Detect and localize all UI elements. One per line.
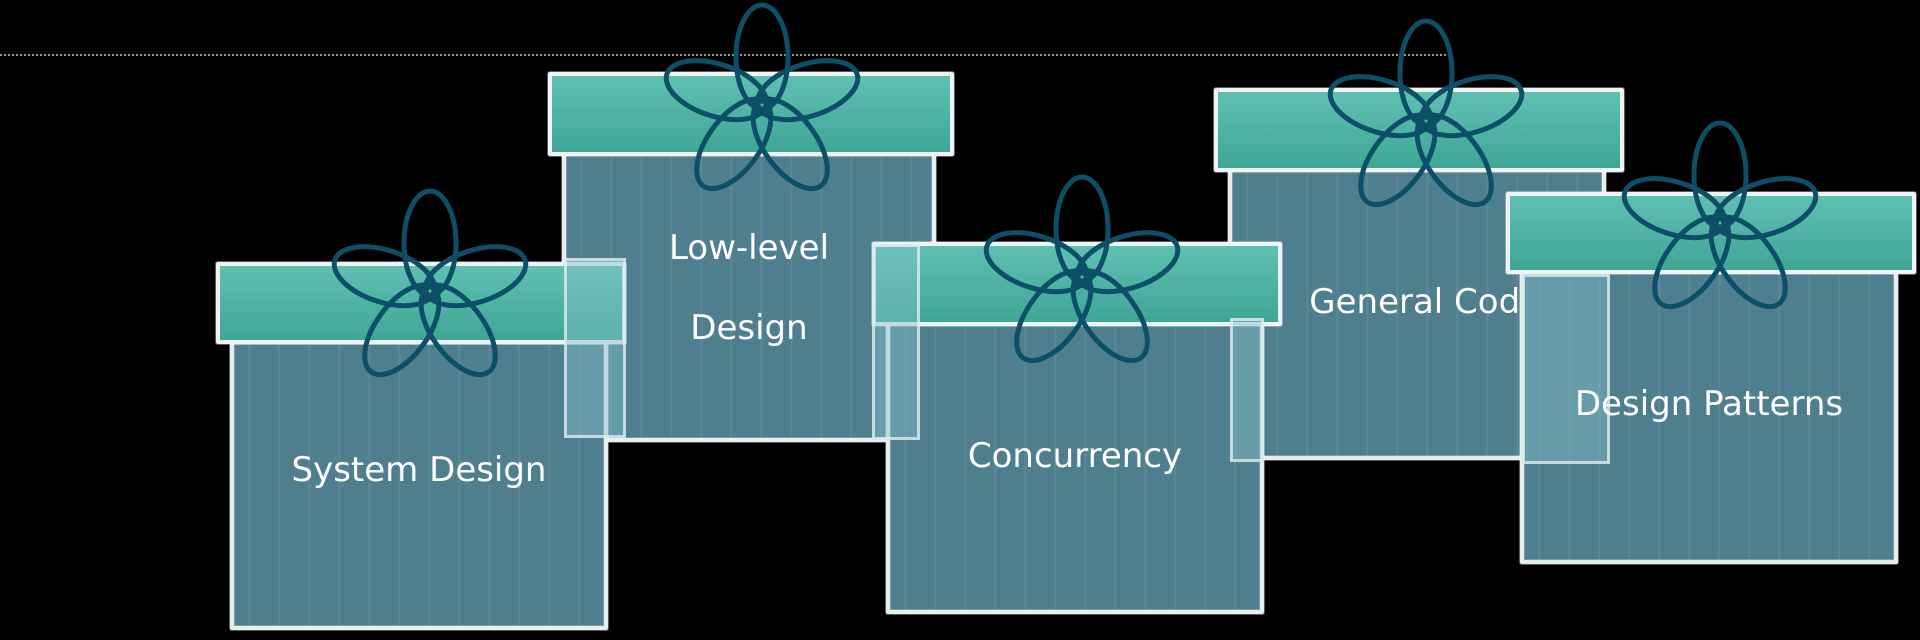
- gift-box: [230, 340, 608, 630]
- gift-box: [886, 318, 1264, 614]
- flower-bow-icon: [663, 2, 861, 192]
- gift-label-line-2: Design: [690, 308, 808, 348]
- flower-bow-icon: [1327, 18, 1525, 208]
- gift-box: [1520, 268, 1898, 564]
- gift-label: Low-level Design: [562, 208, 936, 368]
- flower-bow-icon: [1621, 120, 1819, 310]
- gift-ribbon: [564, 258, 626, 438]
- flower-bow-icon: [331, 188, 529, 378]
- gift-label: Design Patterns: [1574, 384, 1844, 424]
- gift-label-line-1: Low-level: [668, 228, 830, 268]
- gift-label: System Design: [291, 450, 547, 490]
- gift-ribbon: [872, 244, 920, 440]
- gift-label: Concurrency: [967, 436, 1183, 476]
- dotted-divider-line: [0, 54, 1450, 56]
- gift-ribbon: [1522, 274, 1610, 464]
- flower-bow-icon: [983, 174, 1181, 364]
- gift-ribbon: [1230, 318, 1264, 462]
